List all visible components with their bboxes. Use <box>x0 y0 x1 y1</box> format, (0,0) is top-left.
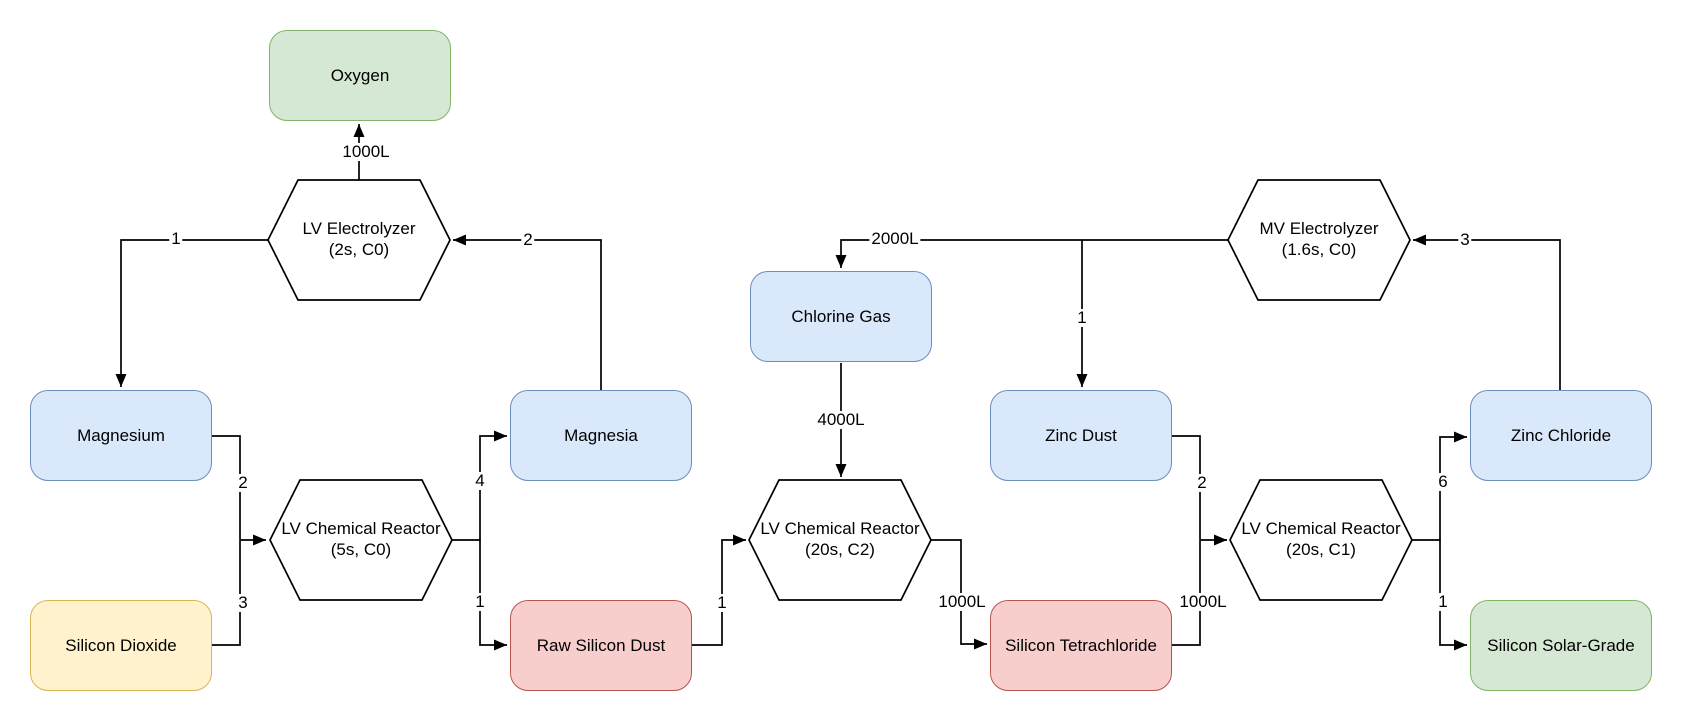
edge-label-magnesium-to-reactor: 2 <box>236 473 250 492</box>
node-silicon-solar-grade-label: Silicon Solar-Grade <box>1487 635 1635 655</box>
edge-raw-silicon-dust-to-reactor <box>692 534 746 646</box>
node-magnesium[interactable]: Magnesium <box>30 390 212 481</box>
edge-mv-to-chlorine <box>835 239 1228 268</box>
machine-mv-electrolyzer[interactable] <box>1227 179 1411 301</box>
node-zinc-dust-label: Zinc Dust <box>1045 425 1117 445</box>
edge-label-reactor-to-raw-silicon-dust: 1 <box>473 592 487 611</box>
node-zinc-chloride-label: Zinc Chloride <box>1510 425 1612 445</box>
node-magnesium-label: Magnesium <box>77 425 165 445</box>
edge-silicon-dioxide-to-reactor <box>212 541 241 646</box>
edge-zinc-chloride-to-mv <box>1413 234 1561 390</box>
edge-label-electrolyzer-to-oxygen: 1000L <box>340 142 392 161</box>
edge-label-magnesia-to-electrolyzer: 2 <box>521 230 535 249</box>
node-silicon-dioxide[interactable]: Silicon Dioxide <box>30 600 212 691</box>
machine-lv-chemical-reactor-20s-c2[interactable] <box>748 479 932 601</box>
node-raw-silicon-dust-label: Raw Silicon Dust <box>536 635 666 655</box>
edge-label-mv-to-chlorine: 2000L <box>869 229 921 248</box>
node-silicon-solar-grade[interactable]: Silicon Solar-Grade <box>1470 600 1652 691</box>
edge-label-reactor-to-silicon-tetrachloride: 1000L <box>936 592 988 611</box>
edge-label-mv-to-zinc-dust: 1 <box>1075 308 1089 327</box>
machine-lv-chemical-reactor-5s[interactable] <box>269 479 453 601</box>
node-oxygen[interactable]: Oxygen <box>269 30 451 121</box>
node-magnesia[interactable]: Magnesia <box>510 390 692 481</box>
edge-silicon-tetrachloride-to-reactor <box>1172 541 1201 646</box>
node-oxygen-label: Oxygen <box>330 65 390 85</box>
node-raw-silicon-dust[interactable]: Raw Silicon Dust <box>510 600 692 691</box>
node-zinc-chloride[interactable]: Zinc Chloride <box>1470 390 1652 481</box>
edge-electrolyzer-to-magnesium <box>115 239 268 387</box>
edge-magnesia-to-electrolyzer <box>453 234 602 390</box>
machine-lv-electrolyzer[interactable] <box>267 179 451 301</box>
edge-label-zinc-dust-to-reactor: 2 <box>1195 473 1209 492</box>
edge-label-chlorine-to-reactor: 4000L <box>815 410 867 429</box>
edge-reactor-to-silicon-tetrachloride <box>931 539 987 650</box>
node-magnesia-label: Magnesia <box>564 425 638 445</box>
machine-lv-chemical-reactor-20s-c1[interactable] <box>1229 479 1413 601</box>
node-silicon-tetrachloride[interactable]: Silicon Tetrachloride <box>990 600 1172 691</box>
edge-label-reactor-to-magnesia: 4 <box>473 471 487 490</box>
node-chlorine-gas-label: Chlorine Gas <box>791 306 891 326</box>
node-chlorine-gas[interactable]: Chlorine Gas <box>750 271 932 362</box>
node-silicon-dioxide-label: Silicon Dioxide <box>65 635 177 655</box>
edge-label-reactor-to-silicon-solar-grade: 1 <box>1436 592 1450 611</box>
edge-reactor-to-silicon-solar-grade <box>1439 540 1467 651</box>
node-silicon-tetrachloride-label: Silicon Tetrachloride <box>1005 635 1157 655</box>
node-zinc-dust[interactable]: Zinc Dust <box>990 390 1172 481</box>
edge-reactor-to-raw-silicon-dust <box>479 540 507 651</box>
edge-label-electrolyzer-to-magnesium: 1 <box>169 229 183 248</box>
edge-label-silicon-dioxide-to-reactor: 3 <box>236 593 250 612</box>
edge-label-reactor-to-zinc-chloride: 6 <box>1436 472 1450 491</box>
edge-label-silicon-tetrachloride-to-reactor: 1000L <box>1177 592 1229 611</box>
edge-label-raw-silicon-dust-to-reactor: 1 <box>715 593 729 612</box>
edge-label-zinc-chloride-to-mv: 3 <box>1458 230 1472 249</box>
